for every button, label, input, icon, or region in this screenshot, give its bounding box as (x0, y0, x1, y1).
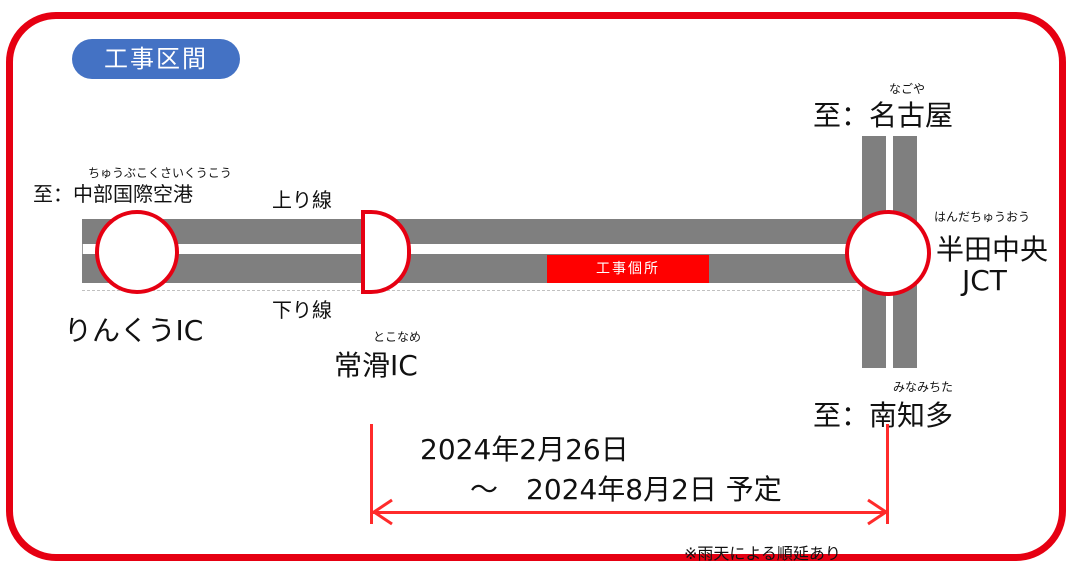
rinku-ic-node (95, 210, 179, 294)
handa-jct-label-line1: 半田中央 (936, 233, 1049, 266)
period-range-arrows (372, 498, 888, 526)
up-line-label: 上り線 (272, 188, 332, 212)
handa-jct-node (845, 210, 931, 296)
median-strip (82, 244, 866, 254)
period-range-right-tick (886, 424, 889, 524)
down-line-label: 下り線 (272, 298, 332, 322)
left-arrowhead (372, 498, 393, 526)
airport-ruby: ちゅうぶこくさいくうこう (88, 166, 232, 180)
outer-frame (6, 12, 1066, 561)
nagoya-ruby: なごや (889, 82, 926, 96)
nagoya-direction-label: 至：名古屋 (813, 99, 954, 132)
period-end-date: ～ 2024年8月2日 予定 (470, 473, 782, 506)
period-range-line (373, 511, 886, 514)
weather-note: ※雨天による順延あり (684, 544, 841, 563)
handa-ruby: はんだちゅうおう (934, 210, 1031, 224)
minamichita-ruby: みなみちた (893, 380, 954, 394)
period-start-date: 2024年2月26日 (420, 433, 629, 466)
period-range-left-tick (370, 424, 373, 524)
handa-jct-label-line2: JCT (962, 264, 1007, 297)
tokoname-ruby: とこなめ (373, 330, 422, 344)
right-arrowhead (867, 498, 888, 526)
minamichita-direction-label: 至：南知多 (813, 399, 954, 432)
airport-direction-label: 至：中部国際空港 (33, 182, 193, 206)
tokoname-ic-label: 常滑IC (334, 349, 418, 382)
shoulder-line (82, 290, 865, 291)
expressway-up-lane (82, 219, 865, 244)
section-badge: 工事区間 (72, 39, 240, 79)
expressway-down-lane (82, 254, 865, 283)
rinku-ic-label: りんくうIC (64, 314, 204, 347)
construction-site-label: 工事個所 (547, 255, 709, 283)
